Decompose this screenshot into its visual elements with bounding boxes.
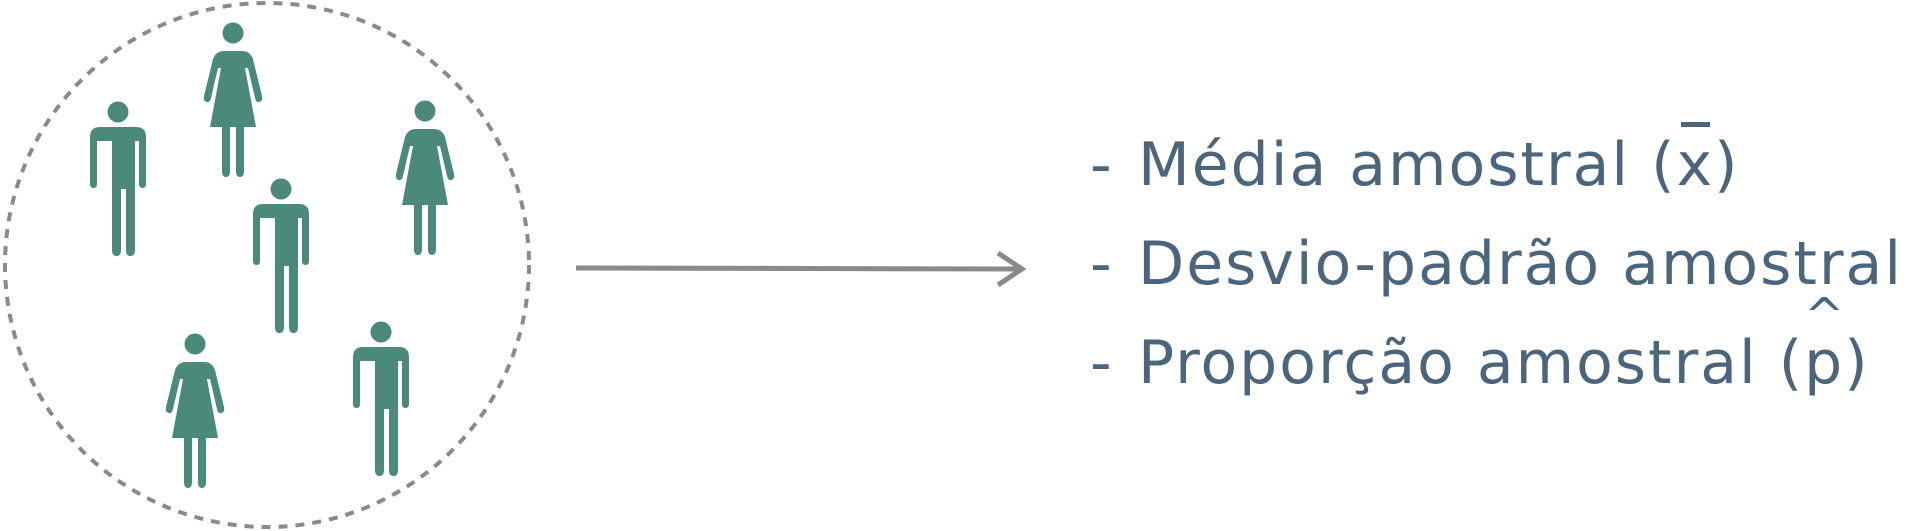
- close-paren: ): [1714, 129, 1740, 200]
- stat-sample-proportion: - Proporção amostral ( ^ p ): [1090, 292, 1921, 412]
- arrow-line: [575, 265, 1023, 272]
- bar-mark: [1680, 121, 1711, 127]
- stat-sample-mean: - Média amostral ( x ): [1090, 115, 1921, 214]
- male-icon: [253, 178, 309, 333]
- stat-symbol: x: [1676, 121, 1715, 200]
- stat-label: Desvio-padrão amostral (: [1138, 228, 1921, 299]
- female-icon: [165, 333, 225, 488]
- arrow: [575, 250, 1027, 288]
- female-icon: [203, 22, 263, 177]
- male-icon: [353, 321, 409, 476]
- list-dash: -: [1090, 228, 1114, 299]
- stat-symbol: ^ p: [1804, 292, 1845, 398]
- stat-label: Proporção amostral (: [1138, 327, 1805, 398]
- symbol-letter: p: [1804, 327, 1845, 398]
- symbol-letter: x: [1676, 129, 1715, 200]
- population-circle: [3, 1, 531, 529]
- list-dash: -: [1090, 129, 1114, 200]
- hat-mark: ^: [1804, 287, 1847, 344]
- arrow-head: [996, 250, 1027, 288]
- stat-label: Média amostral (: [1138, 129, 1677, 200]
- statistics-list: - Média amostral ( x ) - Desvio-padrão a…: [1090, 115, 1921, 412]
- stat-sample-sd: - Desvio-padrão amostral ( s ): [1090, 214, 1921, 313]
- list-dash: -: [1090, 327, 1114, 398]
- population-figures: [90, 22, 455, 488]
- male-icon: [90, 101, 146, 256]
- close-paren: ): [1844, 327, 1870, 398]
- female-icon: [395, 100, 455, 255]
